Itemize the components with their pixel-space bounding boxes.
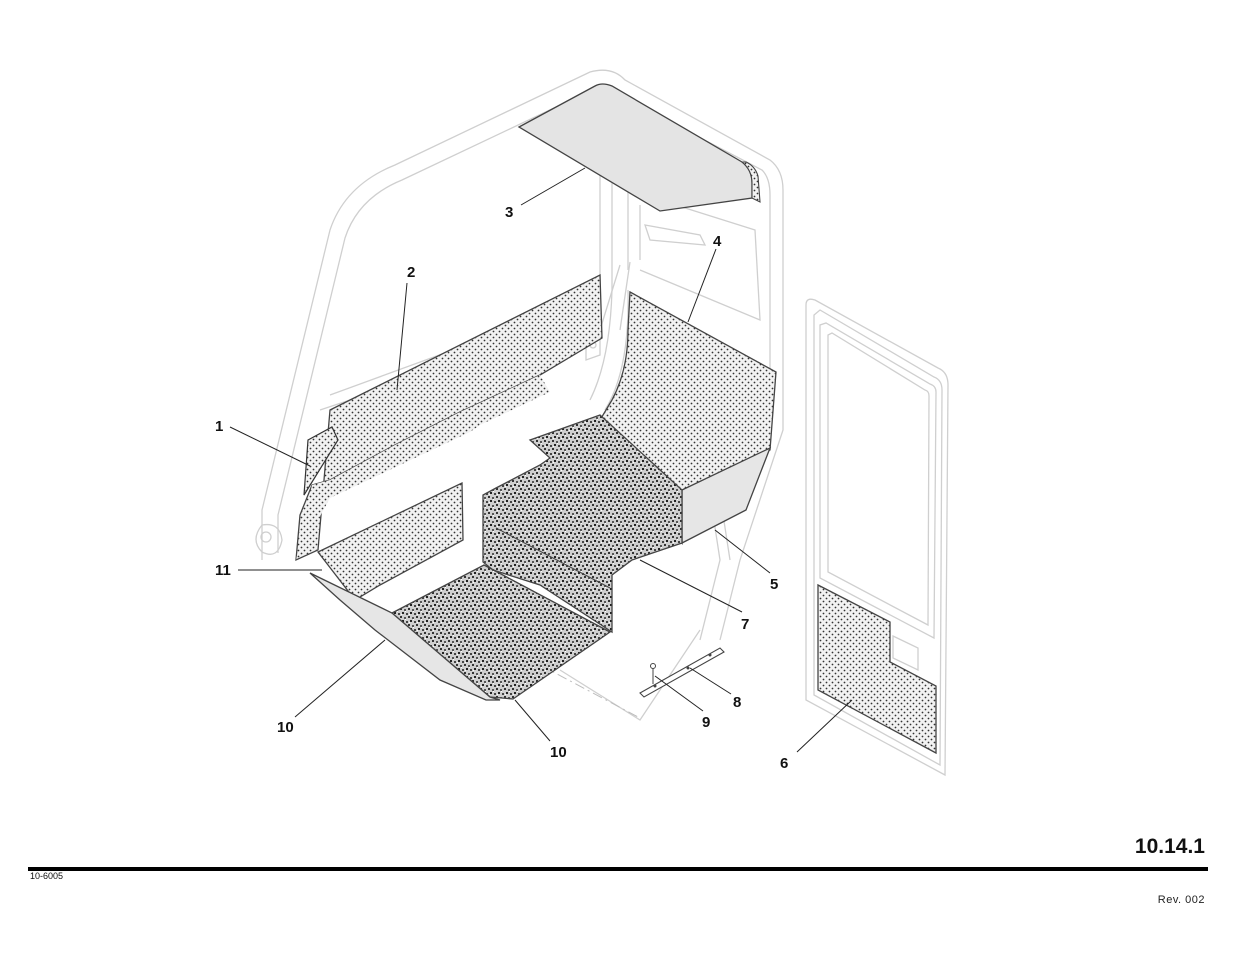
- callout-9: 9: [702, 714, 710, 731]
- callout-10-right: 10: [550, 744, 567, 761]
- callout-1: 1: [215, 418, 223, 435]
- callout-6: 6: [780, 755, 788, 772]
- callout-8: 8: [733, 694, 741, 711]
- footer-rule: [28, 867, 1208, 871]
- callout-11: 11: [215, 562, 231, 579]
- callout-3: 3: [505, 204, 513, 221]
- drawing-id: 10-6005: [30, 871, 63, 881]
- callout-2: 2: [407, 264, 415, 281]
- page-number: 10.14.1: [1135, 835, 1205, 859]
- callout-5: 5: [770, 576, 778, 593]
- callout-4: 4: [713, 233, 722, 250]
- lower-rear-panel: [318, 483, 463, 600]
- roof-headliner-panel: [519, 84, 760, 211]
- fastener: [651, 664, 656, 685]
- revision-label: Rev. 002: [1158, 894, 1205, 906]
- callout-10-left: 10: [277, 719, 294, 736]
- callout-7: 7: [741, 616, 749, 633]
